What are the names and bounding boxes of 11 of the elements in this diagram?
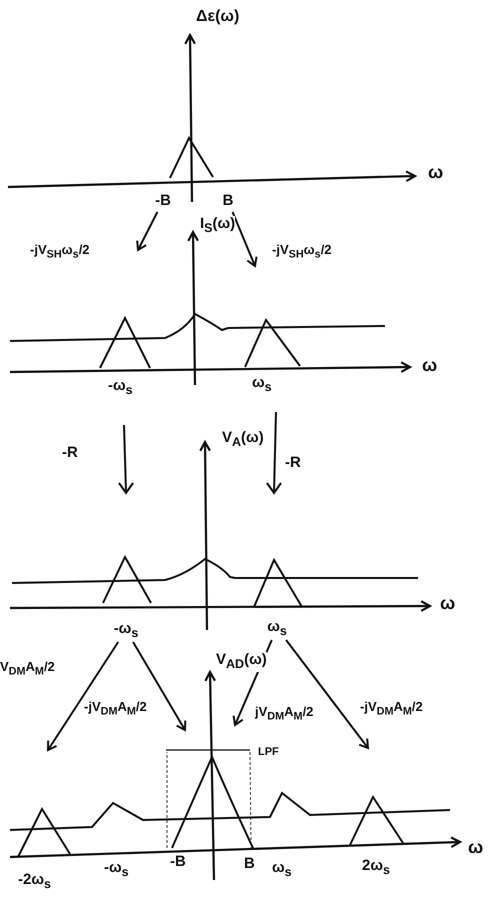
arrow <box>285 639 369 749</box>
axis-label: Δε(ω) <box>196 8 240 26</box>
arrow <box>136 212 158 251</box>
tick-label: ω$_{s}$ <box>262 618 292 640</box>
arrow <box>232 212 258 267</box>
tick-label: B <box>218 192 238 210</box>
axis-label: V$_{AD}$(ω) <box>216 652 267 672</box>
tick-label: -B <box>150 192 176 210</box>
arrow <box>47 641 120 751</box>
arrow <box>132 642 186 731</box>
tick-label: -ω$_{s}$ <box>108 620 144 642</box>
